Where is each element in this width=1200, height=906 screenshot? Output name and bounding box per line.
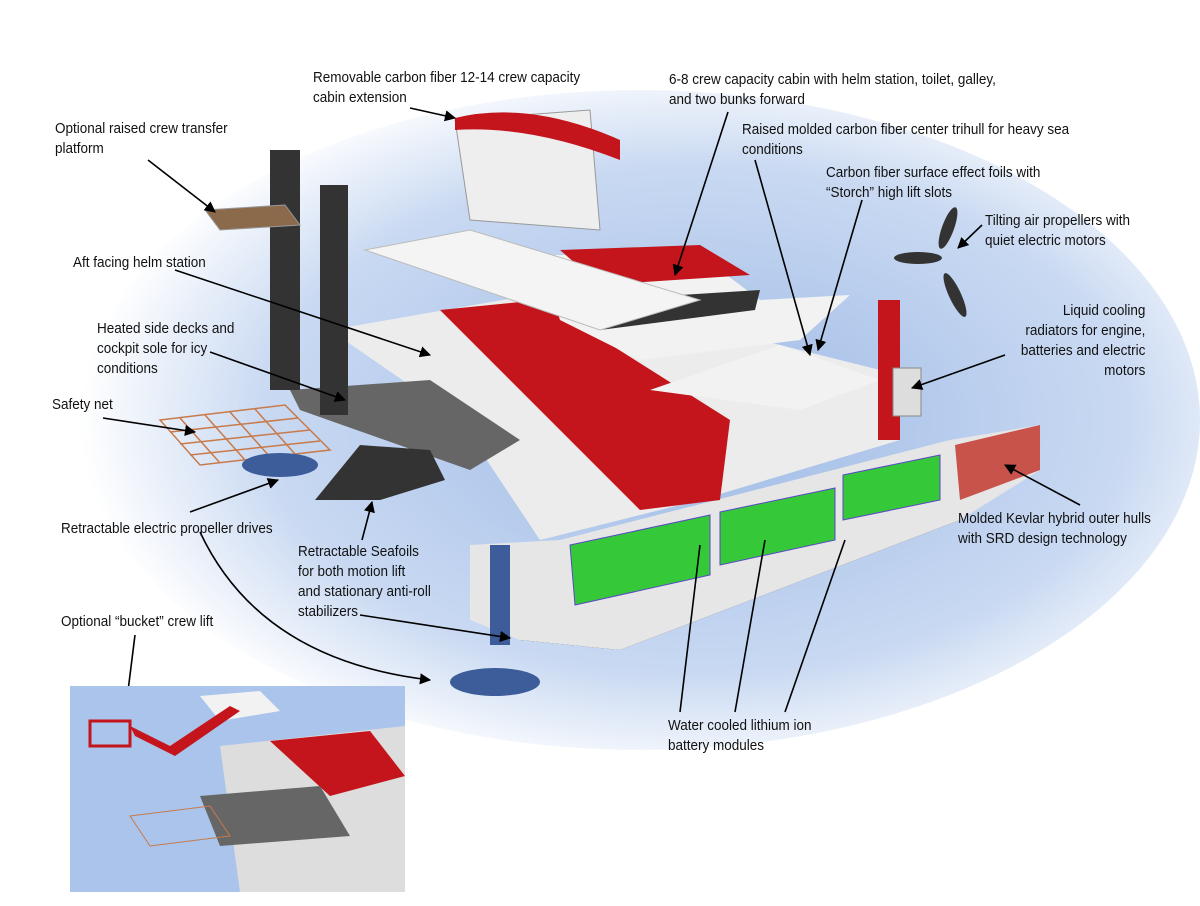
label-cabin-extension: Removable carbon fiber 12-14 crew capaci…: [313, 69, 581, 106]
label-propeller-drives: Retractable electric propeller drives: [61, 520, 273, 537]
battery-modules: [569, 454, 941, 606]
platform-tower: [320, 185, 348, 415]
leader-line: [734, 539, 766, 713]
leader-line: [359, 614, 512, 643]
leader-line: [910, 354, 1006, 390]
battery-module: [842, 454, 941, 521]
leader-line: [1004, 464, 1081, 506]
leader-line: [361, 500, 375, 541]
leader-line: [174, 269, 432, 358]
air-propeller: [894, 207, 967, 317]
leader-line: [199, 531, 432, 685]
inset-bucket: [88, 719, 132, 748]
inset-boom: [130, 706, 240, 756]
leader-line: [672, 111, 729, 277]
leader-line: [679, 544, 701, 713]
battery-module: [569, 514, 711, 606]
platform-tower: [270, 150, 300, 390]
leader-line: [147, 159, 216, 213]
cabin-extension-roof: [455, 112, 620, 160]
center-trihull: [650, 345, 880, 410]
leader-lines: [102, 107, 1081, 717]
safety-net: [158, 404, 332, 466]
outer-hull-red: [955, 425, 1040, 500]
label-aft-helm: Aft facing helm station: [73, 254, 206, 271]
radiator: [892, 367, 922, 417]
foil-wing: [363, 229, 702, 331]
leader-line: [102, 417, 197, 437]
inset-deck: [200, 786, 350, 846]
leader-line: [957, 224, 983, 249]
battery-module: [719, 487, 836, 566]
leader-line: [409, 107, 457, 122]
boat: [158, 109, 1040, 696]
label-center-trihull: Raised molded carbon fiber center trihul…: [742, 121, 1070, 158]
seafoil: [315, 445, 445, 500]
label-foils: Carbon fiber surface effect foils with“S…: [826, 164, 1041, 201]
leader-line: [815, 199, 863, 352]
label-bucket-lift: Optional “bucket” crew lift: [61, 613, 214, 630]
leader-line: [189, 478, 280, 513]
rudder-strut: [490, 545, 510, 645]
transfer-platform: [204, 204, 301, 231]
propeller-drive: [242, 453, 318, 477]
leader-line: [209, 351, 347, 402]
inset-wing: [200, 691, 280, 721]
bucket-lift-inset-image: [70, 686, 405, 892]
leader-line: [754, 159, 813, 357]
inset-net: [129, 805, 231, 847]
propeller-drive: [450, 668, 540, 696]
red-stripe: [440, 300, 730, 510]
label-safety-net: Safety net: [52, 396, 113, 413]
leader-line: [784, 539, 846, 713]
label-crew-cabin: 6-8 crew capacity cabin with helm statio…: [669, 71, 996, 108]
inset-red-stripe: [270, 731, 405, 796]
